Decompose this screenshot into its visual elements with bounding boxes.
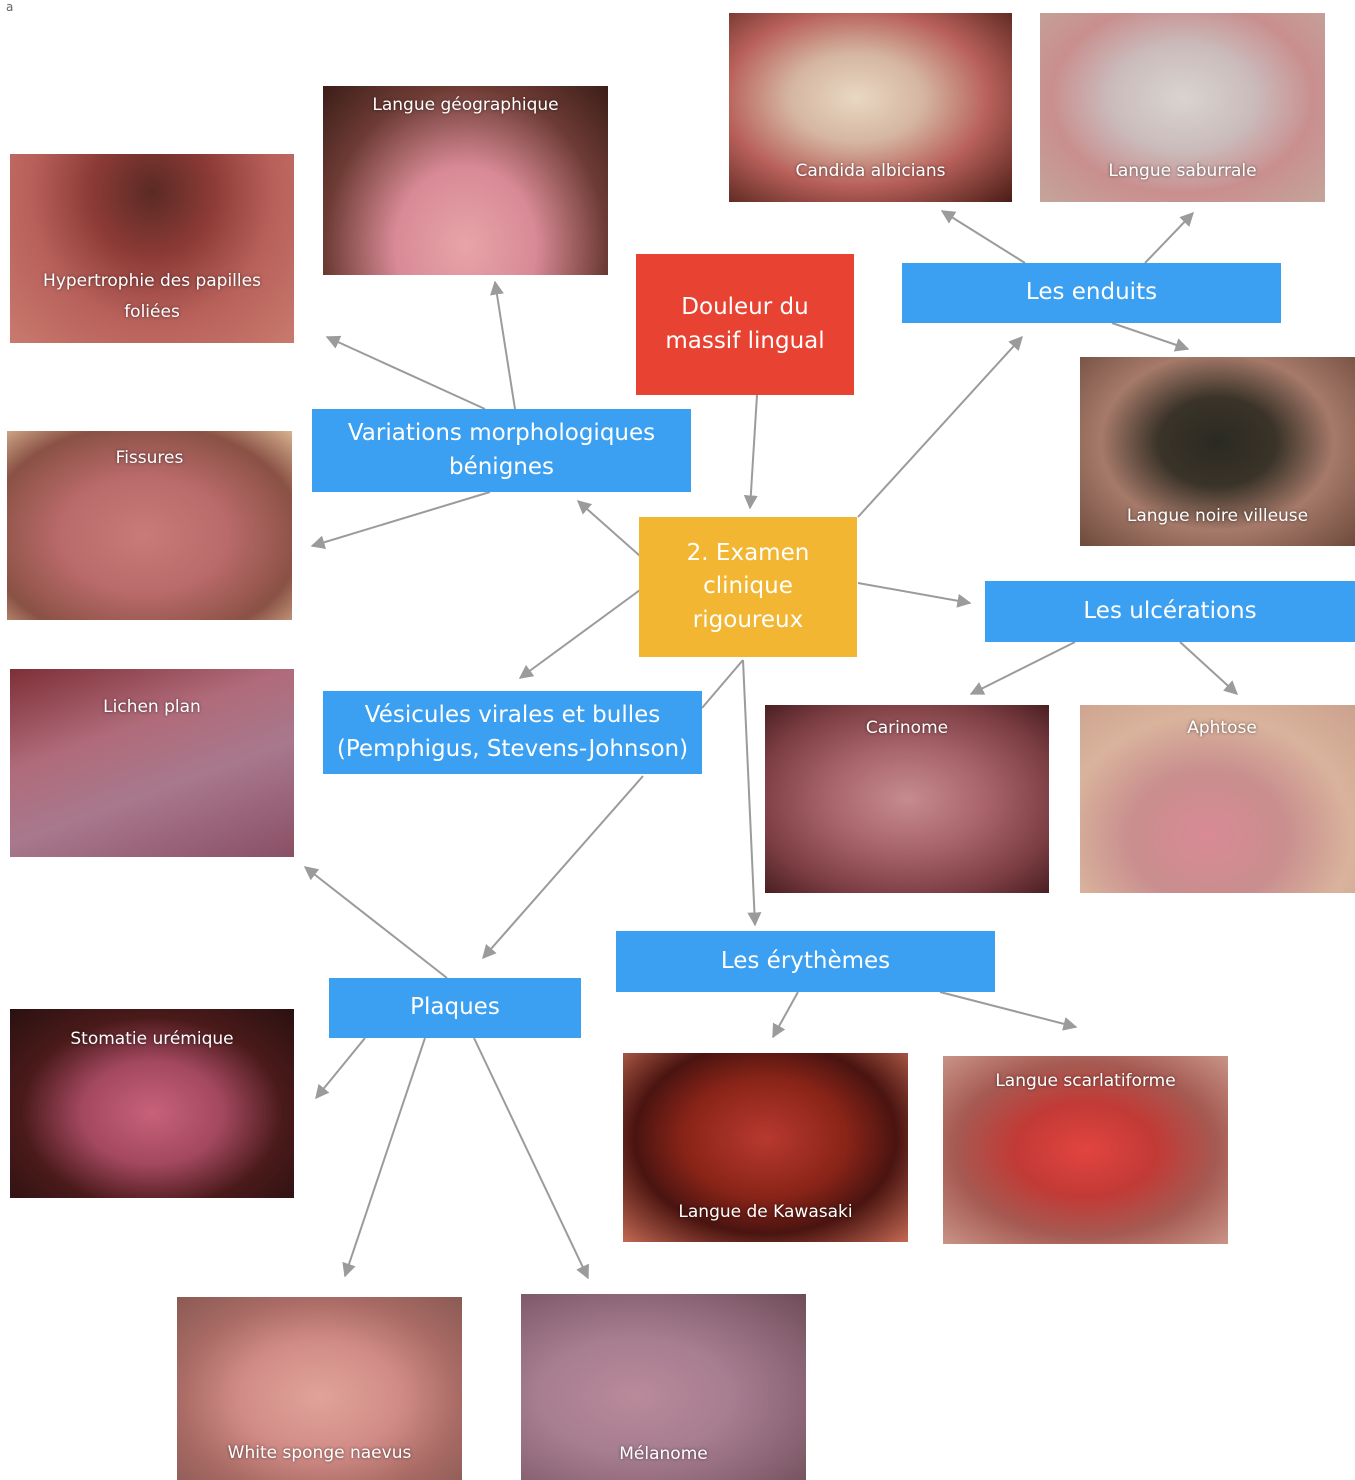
arrow-center-to-erythemes (743, 660, 755, 925)
photo-langue-geographique: Langue géographique (323, 86, 608, 275)
plaques-node: Plaques (329, 978, 581, 1038)
vesicules-node: Vésicules virales et bulles (Pemphigus, … (323, 691, 702, 774)
arrow-ulcerations-to-carinome (971, 642, 1075, 694)
ulcerations-node-label: Les ulcérations (1083, 595, 1256, 628)
caption-candida: Candida albicians (729, 156, 1012, 187)
pain-node-label: Douleur du massif lingual (646, 291, 844, 358)
arrow-center-to-plaques (702, 660, 743, 708)
photo-fissures: Fissures (7, 431, 292, 620)
variations-node-label: Variations morphologiques bénignes (322, 417, 681, 484)
photo-langue-saburrale: Langue saburrale (1040, 13, 1325, 202)
arrow-enduits-to-candida (942, 211, 1025, 263)
photo-langue-scarlatiforme: Langue scarlatiforme (943, 1056, 1228, 1244)
arrow-ulcerations-to-aphtose (1180, 642, 1237, 694)
photo-lichen-plan: Lichen plan (10, 669, 294, 857)
arrow-variations-to-fissures (312, 492, 490, 546)
arrow-plaques-to-sponge (345, 1038, 425, 1276)
photo-aphtose: Aphtose (1080, 705, 1355, 893)
plaques-node-label: Plaques (410, 991, 500, 1024)
arrow-enduits-to-saburrale (1145, 213, 1193, 263)
arrow-plaques-to-melanome (474, 1038, 588, 1278)
arrow-erythemes-to-kawasaki (773, 992, 798, 1037)
arrow-center-to-variations (578, 501, 640, 556)
erythemes-node: Les érythèmes (616, 931, 995, 992)
caption-carinome: Carinome (765, 713, 1049, 744)
photo-langue-noire-villeuse: Langue noire villeuse (1080, 357, 1355, 546)
caption-melanome: Mélanome (521, 1439, 806, 1470)
arrow-plaques-to-uremique (316, 1038, 365, 1098)
photo-carinome: Carinome (765, 705, 1049, 893)
caption-sponge: White sponge naevus (177, 1438, 462, 1469)
caption-scarlatiforme: Langue scarlatiforme (943, 1066, 1228, 1097)
photo-hypertrophie-papilles-foliees: Hypertrophie des papilles foliées (10, 154, 294, 343)
photo-candida-albicians: Candida albicians (729, 13, 1012, 202)
arrow-pain-to-center (750, 395, 757, 508)
center-node: 2. Examen clinique rigoureux (639, 517, 857, 657)
vesicules-node-label: Vésicules virales et bulles (Pemphigus, … (333, 699, 692, 766)
arrow-enduits-to-noire (1112, 323, 1188, 349)
erythemes-node-label: Les érythèmes (721, 945, 890, 978)
photo-langue-kawasaki: Langue de Kawasaki (623, 1053, 908, 1242)
caption-lichen: Lichen plan (10, 692, 294, 723)
caption-uremique: Stomatie urémique (10, 1024, 294, 1055)
caption-hypertrophie: Hypertrophie des papilles foliées (10, 266, 294, 327)
arrow-plaques-to-lichen (305, 867, 447, 978)
enduits-node-label: Les enduits (1026, 276, 1157, 309)
arrow-center-to-enduits (858, 337, 1022, 517)
arrow-variations-to-geographique (495, 282, 515, 409)
caption-noire: Langue noire villeuse (1080, 501, 1355, 532)
caption-geographique: Langue géographique (323, 90, 608, 121)
ulcerations-node: Les ulcérations (985, 581, 1355, 642)
caption-fissures: Fissures (7, 443, 292, 474)
corner-mark: a (6, 0, 13, 14)
arrow-erythemes-to-scarlatiforme (940, 992, 1076, 1027)
caption-aphtose: Aphtose (1080, 713, 1355, 744)
center-node-label: 2. Examen clinique rigoureux (649, 537, 847, 637)
photo-stomatie-uremique: Stomatie urémique (10, 1009, 294, 1198)
pain-node: Douleur du massif lingual (636, 254, 854, 395)
arrow-center-to-ulcerations (858, 583, 970, 603)
photo-melanome: Mélanome (521, 1294, 806, 1480)
variations-node: Variations morphologiques bénignes (312, 409, 691, 492)
caption-saburrale: Langue saburrale (1040, 156, 1325, 187)
caption-kawasaki: Langue de Kawasaki (623, 1197, 908, 1228)
arrow-variations-to-hypertrophie (327, 337, 485, 409)
photo-white-sponge-naevus: White sponge naevus (177, 1297, 462, 1480)
enduits-node: Les enduits (902, 263, 1281, 323)
arrow-center-to-vesicules (520, 590, 640, 678)
